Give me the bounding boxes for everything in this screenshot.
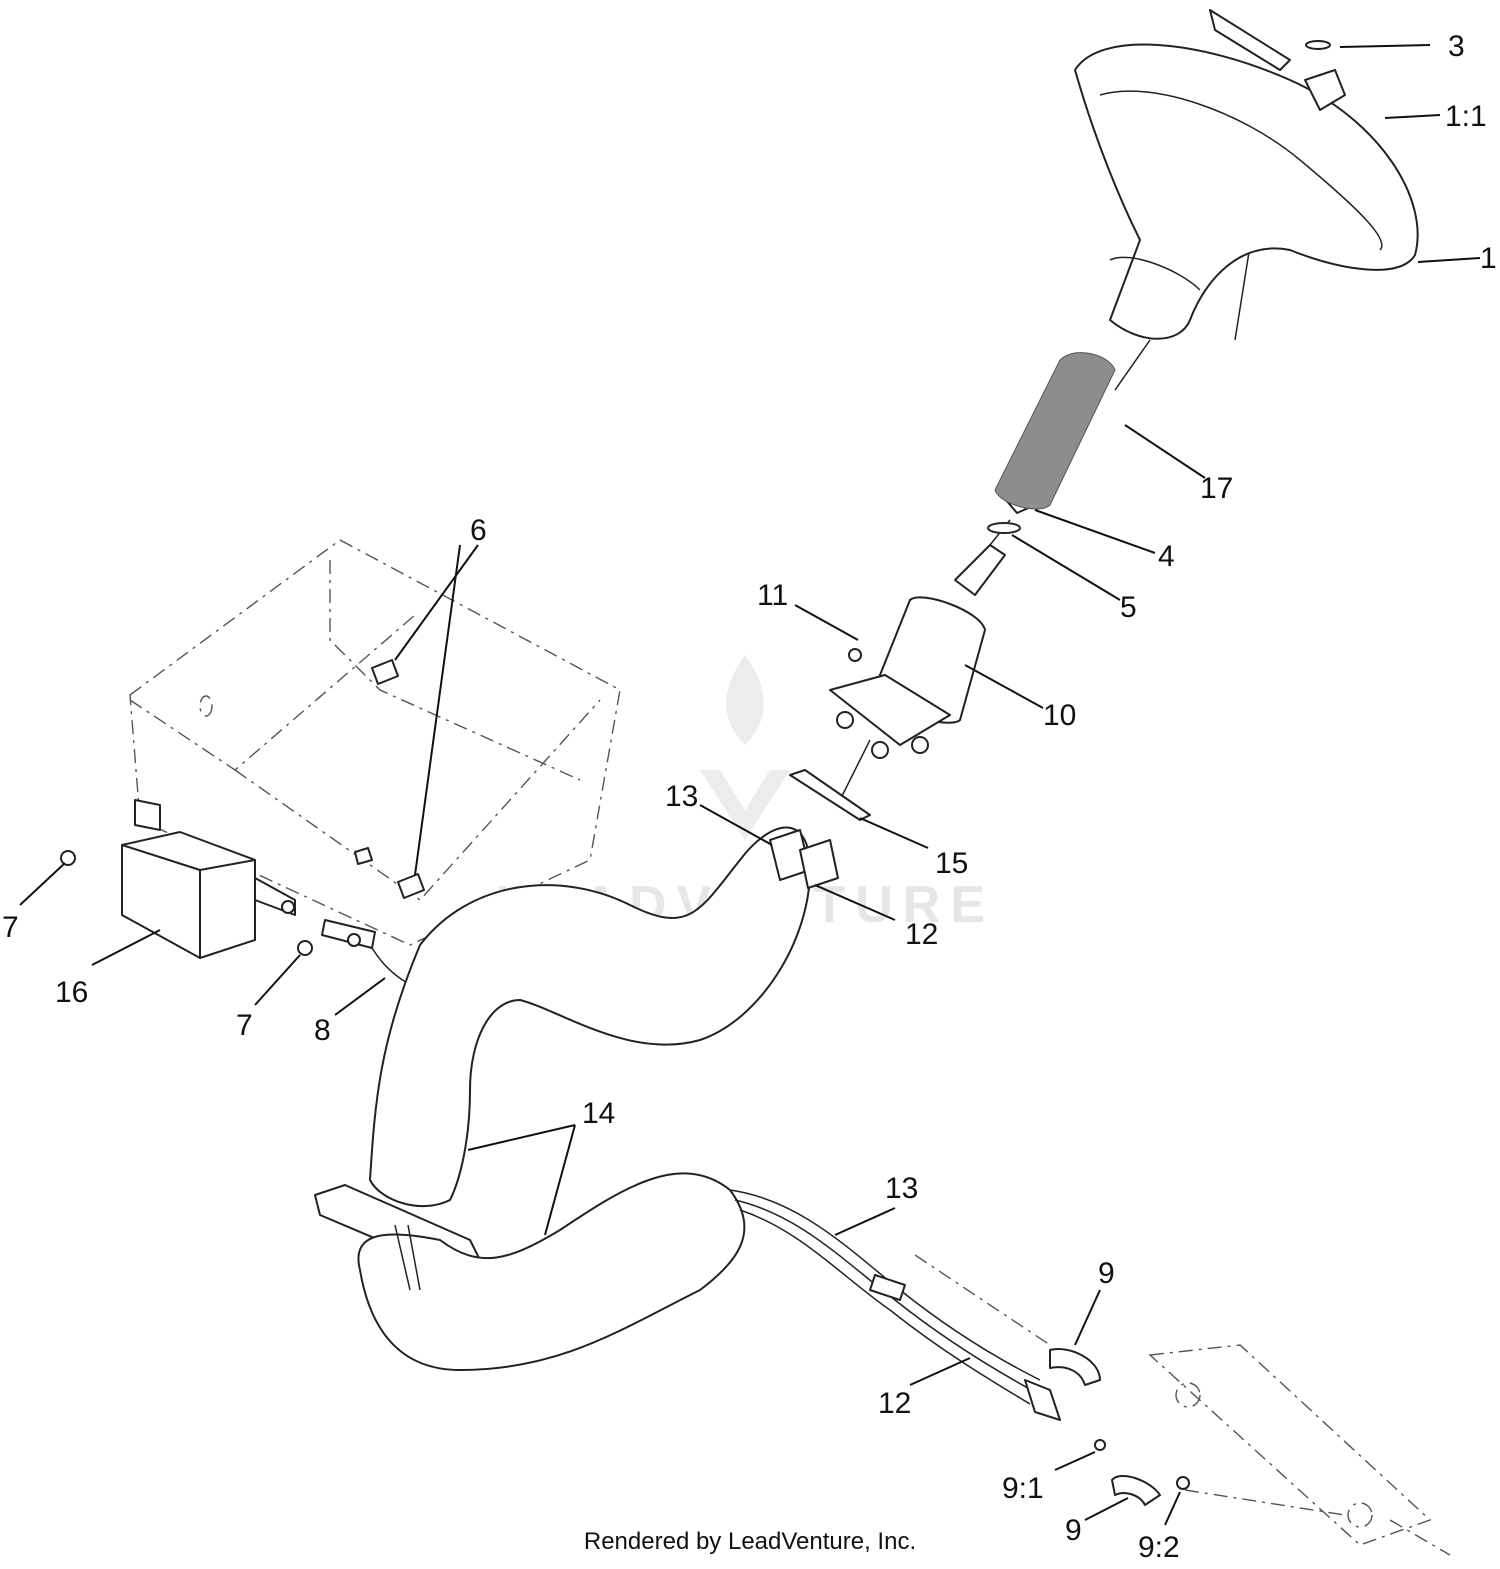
elbow-fittings xyxy=(1049,1348,1190,1506)
callout-1: 1 xyxy=(1480,242,1497,275)
callout-10: 10 xyxy=(1043,699,1076,732)
callout-12-lower: 12 xyxy=(878,1387,911,1420)
gasket-plate xyxy=(789,769,871,821)
boot-lower xyxy=(314,1172,746,1371)
callout-8: 8 xyxy=(314,1014,331,1047)
upper-fittings xyxy=(769,829,839,889)
callout-4: 4 xyxy=(1158,540,1175,573)
callout-16: 16 xyxy=(55,976,88,1009)
callout-9-1: 9:1 xyxy=(1002,1472,1044,1505)
callout-14: 14 xyxy=(582,1097,615,1130)
callout-3: 3 xyxy=(1448,30,1465,63)
callout-9-lower: 9 xyxy=(1065,1514,1082,1547)
seat-box-bracket xyxy=(129,539,621,946)
callout-13-upper: 13 xyxy=(665,780,698,813)
steering-wheel xyxy=(1074,9,1419,340)
callout-15: 15 xyxy=(935,847,968,880)
callout-6: 6 xyxy=(470,514,487,547)
hoses xyxy=(729,1189,1061,1421)
callout-1-1: 1:1 xyxy=(1445,100,1487,133)
nuts xyxy=(60,850,313,956)
boot-upper xyxy=(369,826,811,1208)
callout-17: 17 xyxy=(1200,472,1233,505)
steering-cylinder xyxy=(914,1254,1451,1556)
callout-12-upper: 12 xyxy=(905,918,938,951)
bolts xyxy=(354,659,425,899)
leader-lines xyxy=(19,44,1481,1526)
control-module xyxy=(121,831,296,959)
render-credit: Rendered by LeadVenture, Inc. xyxy=(583,1528,917,1555)
callouts: 1 1:1 3 17 4 5 10 11 6 13 15 12 7 16 7 8… xyxy=(2,30,1497,1564)
grid-cover xyxy=(994,352,1116,510)
callout-9-2: 9:2 xyxy=(1138,1531,1180,1564)
callout-13-lower: 13 xyxy=(885,1172,918,1205)
callout-7-left: 7 xyxy=(2,911,19,944)
callout-11: 11 xyxy=(757,579,788,612)
callout-7-right: 7 xyxy=(236,1009,253,1042)
callout-9-upper: 9 xyxy=(1098,1257,1115,1290)
steering-valve xyxy=(829,544,1006,759)
callout-5: 5 xyxy=(1120,591,1137,624)
